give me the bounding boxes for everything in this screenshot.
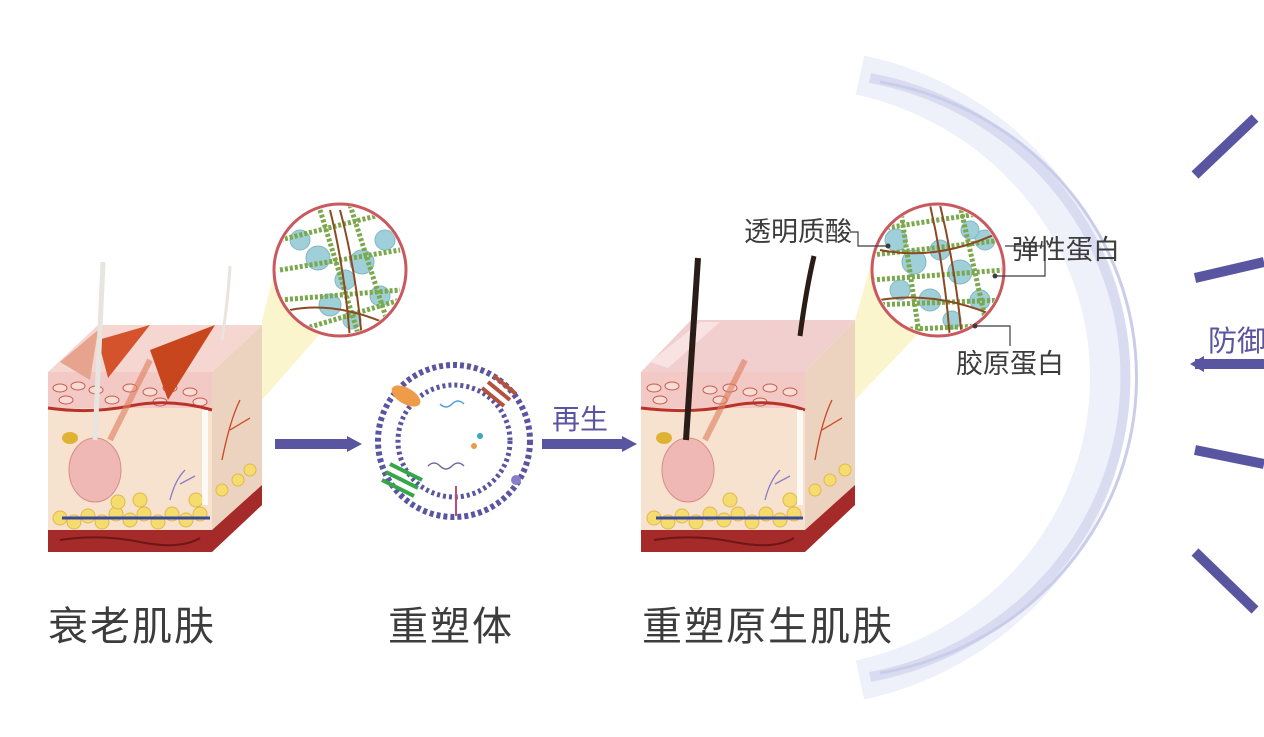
leader-elastin (995, 245, 1046, 277)
regen-skin-illustration (640, 232, 918, 552)
regen-zoom-circle (870, 202, 1006, 338)
stage-label-regen: 重塑原生肌肤 (642, 604, 894, 650)
callout-elastin: 弹性蛋白 (1012, 235, 1120, 266)
arrow-label-regenerate: 再生 (552, 403, 609, 436)
defense-ray-2 (1193, 257, 1264, 283)
aged-zoom-circle (272, 202, 408, 338)
leader-hyaluronic (850, 231, 888, 247)
arrow-aged-to-remodel (275, 436, 362, 452)
callout-hyaluronic: 透明质酸 (744, 217, 852, 248)
remodel-body-illustration (375, 362, 533, 520)
callout-dots (885, 243, 998, 329)
stage-label-aged: 衰老肌肤 (48, 604, 216, 650)
arrow-remodel-to-regen (542, 436, 637, 452)
stage-label-remodel: 重塑体 (388, 604, 514, 650)
defense-rays (1191, 114, 1264, 614)
defense-ray-4 (1194, 445, 1264, 469)
callout-leaders (850, 231, 1046, 346)
defense-arrowhead (1190, 356, 1204, 372)
aged-skin-illustration (47, 232, 320, 552)
defense-arc (855, 55, 1139, 700)
defense-ray-5 (1191, 548, 1259, 614)
leader-collagen (975, 325, 1011, 346)
defense-ray-1 (1191, 114, 1259, 179)
defense-label: 防御 (1208, 324, 1264, 358)
callout-collagen: 胶原蛋白 (956, 349, 1064, 380)
